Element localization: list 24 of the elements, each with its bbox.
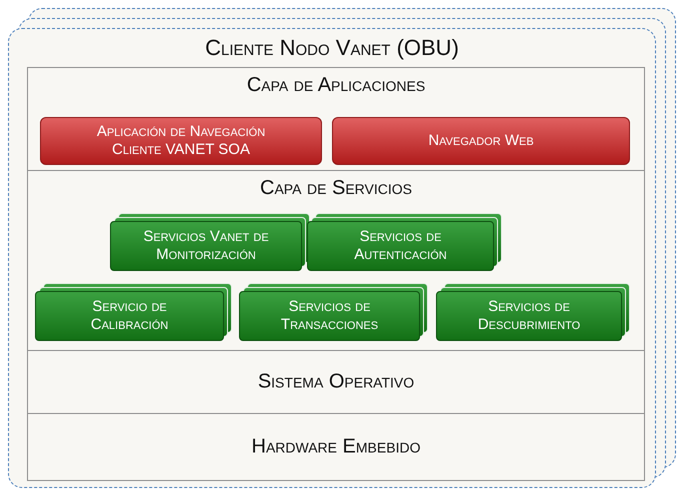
layer-band xyxy=(27,351,645,414)
label-text: Servicios Vanet de Monitorización xyxy=(142,228,270,264)
layer-band xyxy=(27,414,645,481)
label-text: Sistema Operativo xyxy=(256,370,416,394)
label-text: Servicio de Calibración xyxy=(90,298,170,334)
label-text: Servicios de Descubrimiento xyxy=(476,298,582,334)
service-box xyxy=(436,291,622,341)
service-box xyxy=(239,291,420,341)
layer-band xyxy=(27,67,645,171)
client-card xyxy=(8,28,656,488)
label-text: Capa de Aplicaciones xyxy=(246,74,426,97)
label-text: Servicios de Transacciones xyxy=(280,298,380,334)
layer-band xyxy=(27,171,645,351)
application-box xyxy=(40,117,322,165)
label-text: Servicios de Autenticación xyxy=(353,228,448,264)
label-text: Navegador Web xyxy=(427,132,535,150)
label-text: Aplicación de Navegación Cliente VANET SOA xyxy=(96,123,266,159)
label-text: Cliente Nodo Vanet (OBU) xyxy=(204,35,460,60)
label-text: Hardware Embebido xyxy=(250,436,422,458)
service-box xyxy=(307,221,494,271)
label-text: Capa de Servicios xyxy=(259,177,413,200)
service-box xyxy=(35,291,224,341)
application-box xyxy=(332,117,630,165)
service-box xyxy=(110,221,302,271)
